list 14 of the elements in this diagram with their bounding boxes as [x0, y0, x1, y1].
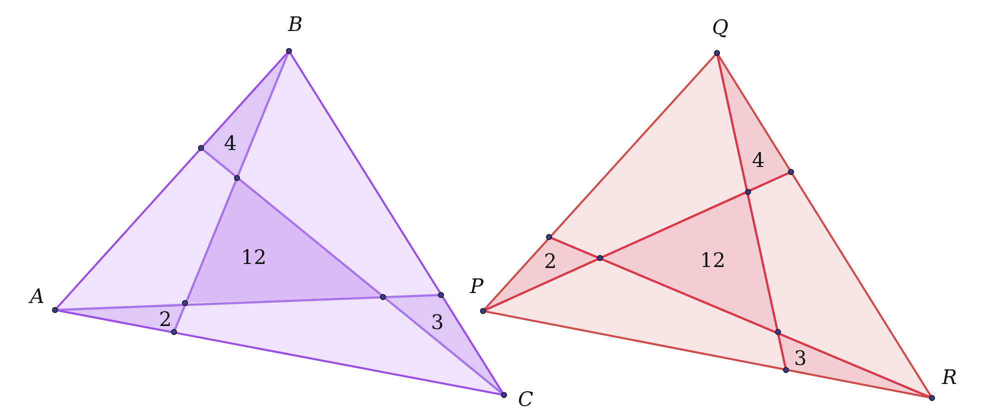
area-label: 12: [241, 247, 266, 267]
area-label: 3: [431, 312, 444, 332]
vertex-label: A: [30, 286, 44, 306]
vertex-label: C: [518, 389, 534, 409]
area-label: 3: [794, 348, 807, 368]
vertex-label: R: [942, 367, 958, 387]
area-label: 2: [159, 309, 172, 329]
vertex-label: P: [470, 276, 484, 296]
area-label: 4: [224, 133, 237, 153]
area-label: 4: [752, 150, 765, 170]
vertex-label: Q: [712, 17, 728, 37]
area-label: 2: [544, 251, 557, 271]
vertex-label: B: [288, 14, 303, 34]
area-label: 12: [700, 250, 726, 270]
